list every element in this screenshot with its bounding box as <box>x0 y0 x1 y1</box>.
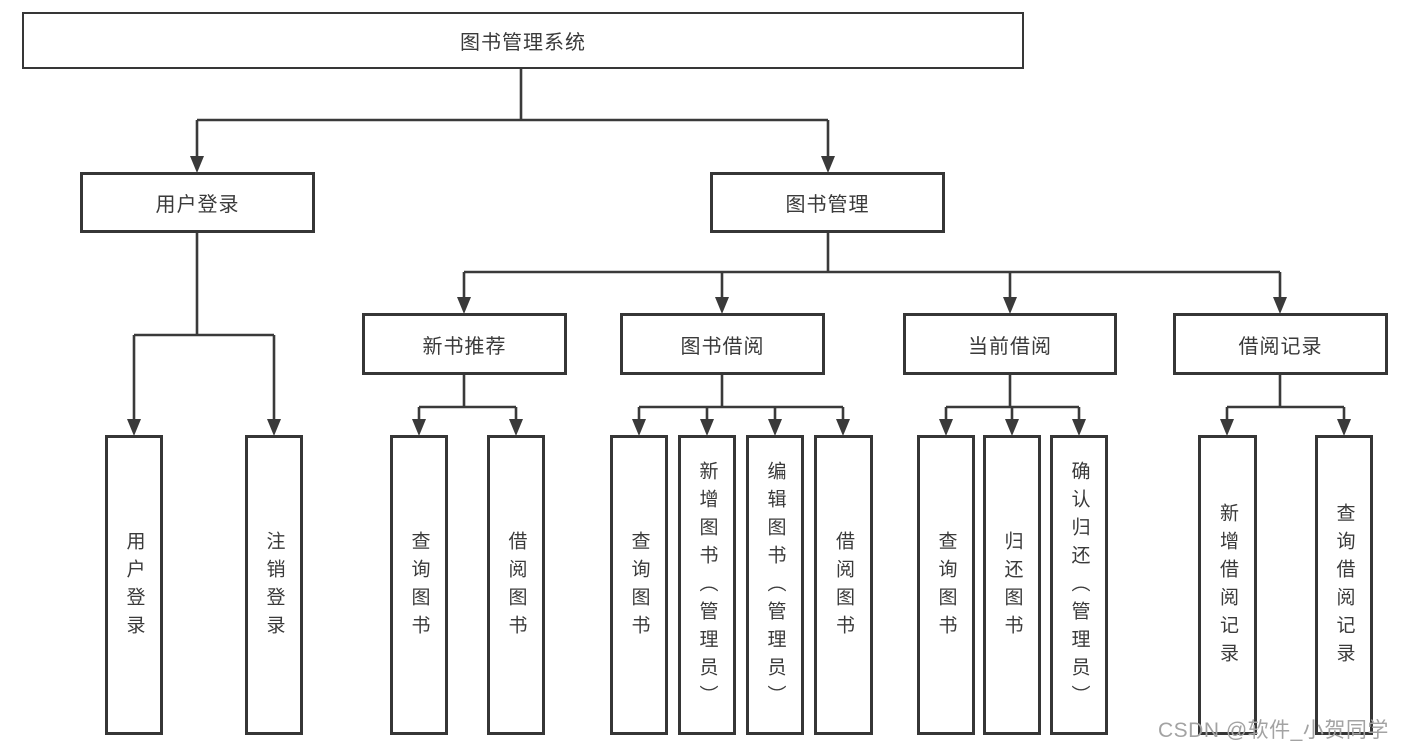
connector-user-login-to-leaves <box>127 233 281 436</box>
leaf-borrow-books-recommend: 借阅图书 <box>487 435 545 735</box>
node-book-borrowing: 图书借阅 <box>620 313 825 375</box>
leaf-user-login: 用户登录 <box>105 435 163 735</box>
node-user-login: 用户登录 <box>80 172 315 233</box>
node-root-system: 图书管理系统 <box>22 12 1024 69</box>
connector-book-borrowing-to-leaves <box>632 375 850 436</box>
csdn-watermark: CSDN @软件_小贺同学 <box>1158 719 1389 742</box>
leaf-confirm-return-admin: 确认归还（管理员） <box>1050 435 1108 735</box>
leaf-query-books-borrowing: 查询图书 <box>610 435 668 735</box>
leaf-query-books-recommend: 查询图书 <box>390 435 448 735</box>
connector-book-management-to-level3 <box>457 233 1287 314</box>
leaf-query-books-current: 查询图书 <box>917 435 975 735</box>
connector-new-book-recommend-to-leaves <box>412 375 523 436</box>
node-borrowing-records: 借阅记录 <box>1173 313 1388 375</box>
leaf-edit-book-admin: 编辑图书（管理员） <box>746 435 804 735</box>
leaf-logout: 注销登录 <box>245 435 303 735</box>
leaf-add-book-admin: 新增图书（管理员） <box>678 435 736 735</box>
leaf-borrow-books-borrowing: 借阅图书 <box>814 435 873 735</box>
connector-borrowing-records-to-leaves <box>1220 375 1351 436</box>
connector-current-borrowing-to-leaves <box>939 375 1086 436</box>
node-new-book-recommend: 新书推荐 <box>362 313 567 375</box>
connector-root-to-level2 <box>190 69 835 173</box>
leaf-query-borrow-record: 查询借阅记录 <box>1315 435 1373 735</box>
node-current-borrowing: 当前借阅 <box>903 313 1117 375</box>
node-book-management: 图书管理 <box>710 172 945 233</box>
leaf-add-borrow-record: 新增借阅记录 <box>1198 435 1257 735</box>
leaf-return-books: 归还图书 <box>983 435 1041 735</box>
